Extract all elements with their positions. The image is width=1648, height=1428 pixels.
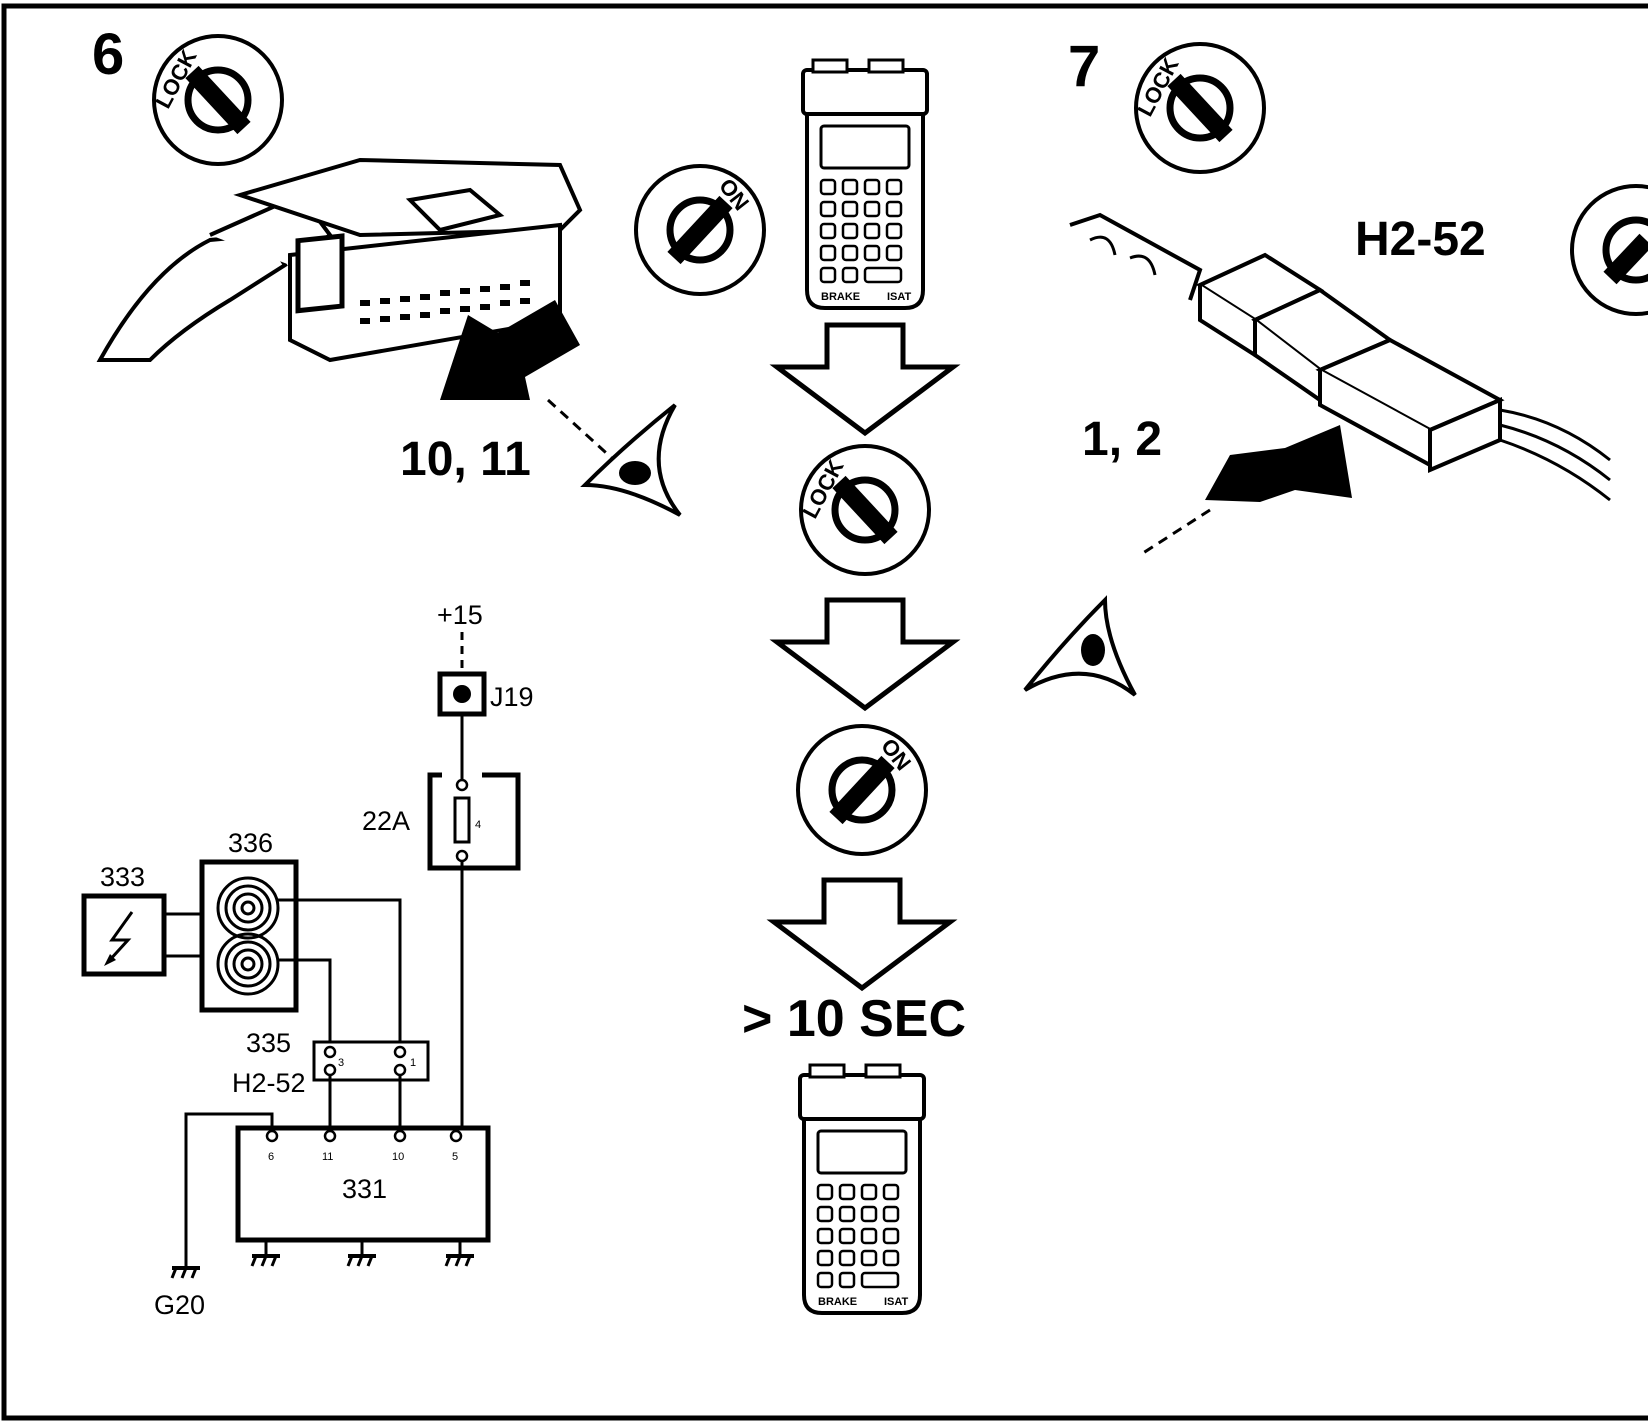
- tester-right-label: ISAT: [887, 291, 912, 303]
- on-switch-icon: ON: [636, 166, 764, 294]
- eye-icon: [583, 403, 682, 517]
- component-333-label: 333: [100, 862, 145, 892]
- step-7-callout: 1, 2: [1082, 413, 1162, 466]
- ecu-pin-6: 6: [268, 1151, 274, 1163]
- step-6-callout: 10, 11: [400, 433, 531, 486]
- on-switch-center-icon: ON: [798, 726, 926, 854]
- connector-335-label: 335: [246, 1028, 291, 1058]
- pin-1-label: 1: [410, 1057, 416, 1069]
- component-336-label: 336: [228, 828, 273, 858]
- sight-line-7: [1139, 508, 1211, 557]
- ecu-pin-10: 10: [392, 1151, 404, 1163]
- ecu-331: [235, 1125, 491, 1243]
- frame: [1, 3, 1648, 1421]
- on-switch-partial-icon: [1570, 184, 1648, 316]
- connector-h2-label: H2-52: [232, 1068, 306, 1098]
- fuse-block-22a: [427, 772, 521, 871]
- duration-label: > 10 SEC: [742, 990, 966, 1048]
- tester-left-label: BRAKE: [821, 291, 860, 303]
- eye-step7-icon: [1023, 598, 1137, 697]
- lightning-icon: [106, 911, 134, 964]
- down-arrow-2: [777, 600, 953, 708]
- coil-icon: [216, 876, 280, 996]
- lock-switch-step7-icon: LOCK: [1132, 44, 1264, 172]
- ground-label: G20: [154, 1290, 205, 1320]
- tester-device-bottom: BRAKE ISAT: [798, 1063, 926, 1315]
- tester-bottom-right-label: ISAT: [884, 1296, 909, 1308]
- ecu-connector-drawing: [96, 157, 583, 400]
- schematic: +15 J19 22A 4 333 336 335 H2-52: [81, 600, 534, 1320]
- component-333: [81, 893, 167, 977]
- down-arrow-1: [777, 325, 953, 433]
- lock-switch-center-icon: LOCK: [797, 446, 929, 574]
- tester-device-top: BRAKE ISAT: [801, 58, 929, 310]
- ground-g20-icon: [170, 1266, 202, 1280]
- h2-52-connector-label: H2-52: [1355, 213, 1486, 266]
- j19-label: J19: [490, 682, 534, 712]
- step-7-number: 7: [1068, 34, 1100, 99]
- component-336: [199, 859, 299, 1013]
- supply-label: +15: [437, 600, 483, 630]
- fuse-block-label: 22A: [362, 806, 410, 836]
- lock-switch-icon: LOCK: [150, 36, 282, 164]
- fuse-number: 4: [475, 819, 481, 831]
- ecu-pin-5: 5: [452, 1151, 458, 1163]
- tester-bottom-left-label: BRAKE: [818, 1296, 857, 1308]
- ecu-pin-11: 11: [322, 1151, 333, 1163]
- in-line-connector-drawing: [1069, 212, 1611, 502]
- ecu-label: 331: [342, 1174, 387, 1204]
- down-arrow-3: [774, 880, 950, 988]
- pin-3-label: 3: [338, 1057, 344, 1069]
- step-6-number: 6: [92, 22, 124, 87]
